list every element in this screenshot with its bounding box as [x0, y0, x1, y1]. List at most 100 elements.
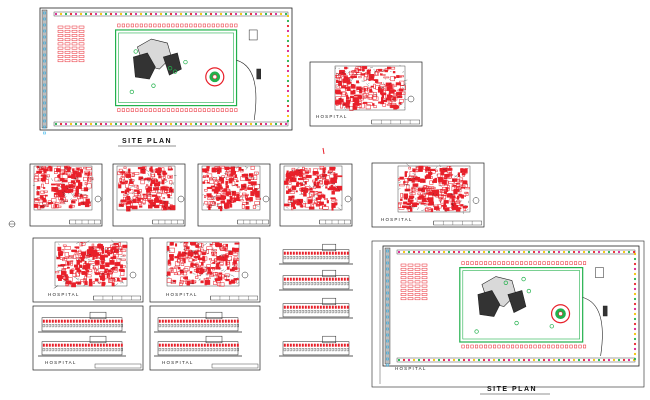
wall-line: [141, 177, 145, 181]
road-marking: [43, 17, 46, 21]
window: [334, 343, 337, 347]
tree-dot: [99, 12, 103, 16]
wall-line: [461, 171, 463, 173]
shrub: [551, 261, 555, 265]
wall-line: [105, 247, 110, 250]
room: [108, 278, 115, 283]
room: [209, 178, 213, 180]
room: [159, 201, 163, 206]
room: [119, 280, 123, 282]
room: [349, 71, 354, 76]
tree-dot: [482, 358, 486, 362]
shrub: [574, 344, 578, 349]
tree-dot: [249, 122, 253, 126]
window: [173, 324, 176, 328]
parking-stall: [400, 280, 407, 284]
tree-dot: [134, 12, 138, 16]
plan-outline: [33, 165, 93, 211]
tree-dot: [457, 358, 461, 362]
room: [203, 175, 207, 178]
room: [333, 202, 338, 205]
wall-line: [291, 196, 293, 198]
room: [335, 73, 340, 79]
room: [160, 186, 164, 192]
room: [80, 257, 85, 262]
window: [313, 310, 316, 314]
window: [90, 324, 93, 328]
window: [57, 348, 60, 352]
window: [185, 343, 188, 347]
shrub: [502, 344, 506, 349]
room: [80, 169, 83, 173]
wall-line: [343, 106, 346, 110]
window: [48, 343, 51, 347]
room: [350, 75, 354, 79]
room: [334, 177, 338, 180]
room: [170, 279, 176, 284]
wall-line: [51, 178, 53, 182]
wall-line: [205, 268, 208, 272]
window: [316, 251, 319, 255]
window: [108, 343, 111, 347]
room: [350, 97, 356, 102]
room: [59, 251, 63, 257]
window: [120, 343, 123, 347]
tower: [89, 311, 107, 320]
room: [76, 257, 80, 261]
room: [217, 172, 220, 175]
wall-line: [194, 264, 198, 268]
tree-dot: [482, 250, 486, 254]
parking-stall: [407, 276, 414, 280]
room: [101, 249, 105, 254]
window: [319, 282, 322, 286]
tree-dot: [422, 250, 426, 254]
tree-dot: [54, 12, 58, 16]
room: [129, 181, 134, 185]
room: [76, 259, 80, 265]
room: [97, 244, 104, 249]
shrub: [117, 108, 121, 112]
window: [301, 305, 304, 309]
room: [68, 184, 74, 189]
window: [161, 348, 164, 352]
window: [167, 319, 170, 323]
tree-dot: [154, 12, 158, 16]
window: [322, 277, 325, 281]
room: [54, 202, 60, 205]
room: [369, 89, 373, 93]
tree-dot: [437, 358, 441, 362]
wall-line: [219, 267, 222, 270]
wall-line: [291, 178, 293, 180]
tree-dot: [79, 122, 83, 126]
room: [300, 187, 304, 192]
sheet-frame: [112, 163, 186, 227]
room: [134, 189, 140, 192]
room: [234, 280, 237, 283]
room: [51, 203, 56, 209]
room: [207, 266, 211, 269]
wall-line: [384, 78, 387, 80]
shrub: [511, 344, 515, 349]
tree-dot: [622, 250, 626, 254]
tree-dot: [557, 250, 561, 254]
window: [63, 348, 66, 352]
room: [121, 245, 127, 249]
window: [301, 277, 304, 281]
sheet-frame: [279, 163, 353, 227]
window: [283, 305, 286, 309]
room: [230, 174, 234, 177]
parking-stall: [71, 25, 78, 29]
window: [102, 343, 105, 347]
room: [322, 206, 329, 210]
room: [248, 185, 254, 188]
room: [250, 191, 255, 197]
wall-line: [333, 176, 335, 179]
tree-dot: [286, 34, 290, 38]
wall-line: [57, 187, 61, 190]
shrub: [229, 23, 233, 28]
parking-stall: [421, 297, 428, 301]
wall-line: [454, 174, 458, 178]
sheet-frame: [29, 163, 103, 227]
window: [218, 319, 221, 323]
room: [396, 75, 402, 78]
